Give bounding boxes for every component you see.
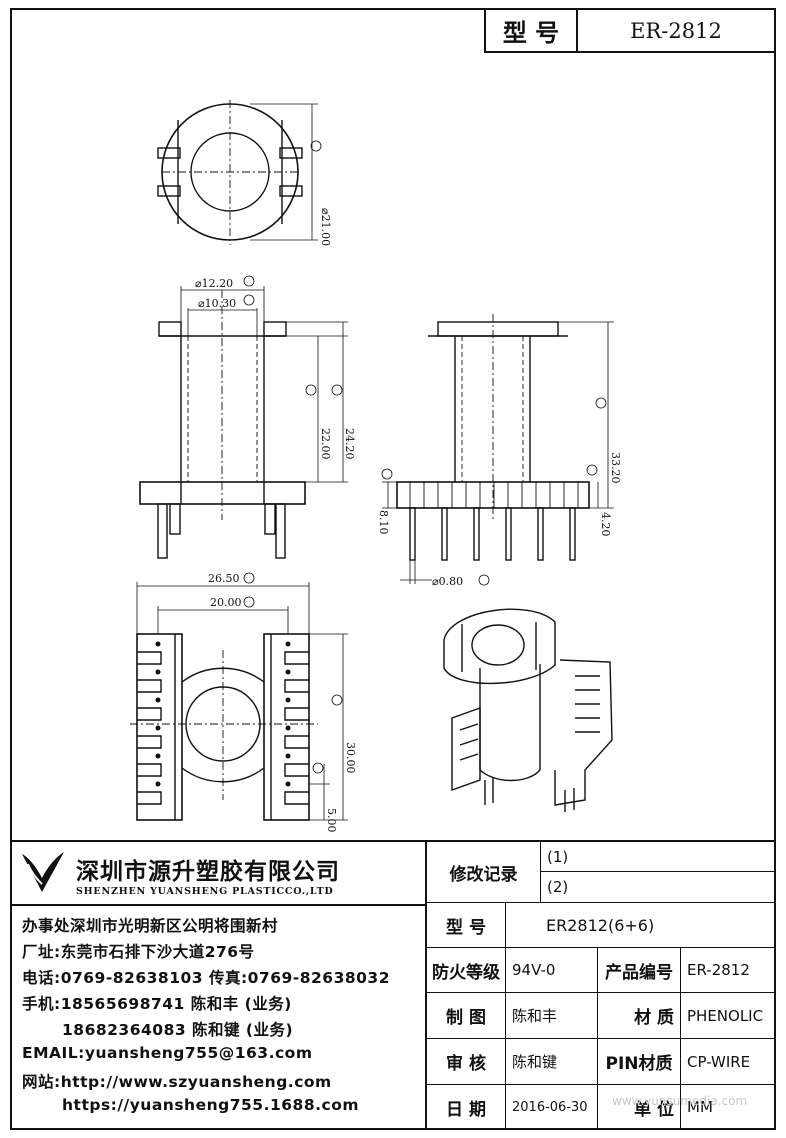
office-address: 办事处深圳市光明新区公明将围新村 bbox=[22, 917, 279, 935]
revision-1: (1) bbox=[547, 847, 569, 866]
drawn-label: 制 图 bbox=[446, 1008, 486, 1028]
unit-value-cell: MM bbox=[680, 1084, 776, 1130]
material-value: PHENOLIC bbox=[687, 1006, 764, 1025]
dim-base-length: 30.00 bbox=[344, 742, 357, 774]
company-name-cn: 深圳市源升塑胶有限公司 bbox=[76, 859, 340, 885]
model-value: ER2812(6+6) bbox=[546, 915, 655, 935]
dim-inner-diameter: ⌀10.30 bbox=[198, 297, 236, 310]
dim-pin-row-span: 20.00 bbox=[210, 596, 242, 609]
date-label: 日 期 bbox=[446, 1099, 486, 1120]
email[interactable]: EMAIL:yuansheng755@163.com bbox=[22, 1044, 313, 1062]
dim-outer-diameter: ⌀21.00 bbox=[319, 208, 332, 246]
material-value-cell: PHENOLIC bbox=[680, 992, 776, 1039]
dim-flange-diameter: ⌀12.20 bbox=[195, 277, 233, 290]
pin-material-value: CP-WIRE bbox=[687, 1052, 751, 1071]
checked-label-cell: 审 核 bbox=[426, 1038, 506, 1085]
company-name-en: SHENZHEN YUANSHENG PLASTICCO.,LTD bbox=[76, 886, 334, 897]
drawing-frame bbox=[10, 8, 776, 1130]
fire-rating-value-cell: 94V-0 bbox=[505, 947, 598, 993]
title-block-divider bbox=[10, 840, 776, 842]
pin-material-value-cell: CP-WIRE bbox=[680, 1038, 776, 1085]
dim-winding-height: 22.00 bbox=[319, 428, 332, 460]
fire-rating-label: 防火等级 bbox=[432, 962, 500, 983]
header-model-label: 型 号 bbox=[502, 19, 560, 47]
header-model-value-cell: ER-2812 bbox=[576, 8, 776, 53]
mobile-2: 18682364083 陈和键 (业务) bbox=[62, 1021, 294, 1039]
drawn-value-cell: 陈和丰 bbox=[505, 992, 598, 1039]
dim-pin-diameter: ⌀0.80 bbox=[432, 575, 463, 588]
drawn-value: 陈和丰 bbox=[512, 1007, 558, 1025]
dim-base-height: 8.10 bbox=[377, 510, 390, 535]
material-label: 材 质 bbox=[634, 1008, 674, 1028]
pin-material-label-cell: PIN材质 bbox=[597, 1038, 681, 1085]
date-value: 2016-06-30 bbox=[512, 1099, 588, 1115]
watermark: www.yunsumedia.com bbox=[612, 1094, 748, 1108]
model-label: 型 号 bbox=[446, 917, 486, 938]
material-label-cell: 材 质 bbox=[597, 992, 681, 1039]
product-no-label-cell: 产品编号 bbox=[597, 947, 681, 993]
website-2[interactable]: https://yuansheng755.1688.com bbox=[62, 1096, 359, 1114]
top-view bbox=[157, 100, 318, 245]
revision-2-cell: (2) bbox=[540, 871, 776, 903]
product-no-label: 产品编号 bbox=[605, 962, 673, 983]
header-model-value: ER-2812 bbox=[630, 18, 722, 43]
revision-label: 修改记录 bbox=[449, 864, 518, 885]
checked-label: 审 核 bbox=[446, 1054, 486, 1074]
dim-pin-pitch: 5.00 bbox=[325, 808, 338, 833]
company-divider bbox=[10, 904, 427, 906]
fire-rating-value: 94V-0 bbox=[512, 961, 556, 979]
unit-label: 单 位 bbox=[634, 1099, 674, 1120]
dim-total-bobbin-height: 24.20 bbox=[343, 428, 356, 460]
dim-base-width: 26.50 bbox=[208, 572, 240, 585]
technical-drawing: ⌀21.00 ⌀12.20 ⌀10.30 22.00 24.20 33.20 8… bbox=[130, 100, 622, 833]
mobile-1: 手机:18565698741 陈和丰 (业务) bbox=[22, 995, 292, 1013]
revision-2: (2) bbox=[547, 878, 569, 896]
company-logo-icon bbox=[22, 852, 64, 892]
website-1[interactable]: 网站:http://www.szyuansheng.com bbox=[22, 1073, 332, 1091]
phone-fax: 电话:0769-82638103 传真:0769-82638032 bbox=[22, 969, 390, 987]
revision-label-cell: 修改记录 bbox=[426, 841, 541, 903]
checked-value-cell: 陈和键 bbox=[505, 1038, 598, 1085]
product-no-value-cell: ER-2812 bbox=[680, 947, 776, 993]
fire-rating-label-cell: 防火等级 bbox=[426, 947, 506, 993]
checked-value: 陈和键 bbox=[512, 1053, 558, 1071]
revision-1-cell: (1) bbox=[540, 841, 776, 872]
front-view bbox=[139, 286, 348, 559]
dim-base-thickness: 4.20 bbox=[599, 512, 612, 537]
drawn-label-cell: 制 图 bbox=[426, 992, 506, 1039]
factory-address: 厂址:东莞市石排下沙大道276号 bbox=[22, 943, 255, 961]
header-model-label-cell: 型 号 bbox=[484, 8, 578, 53]
date-label-cell: 日 期 bbox=[426, 1084, 506, 1130]
pin-material-label: PIN材质 bbox=[605, 1054, 673, 1074]
side-view bbox=[382, 314, 614, 584]
model-label-cell: 型 号 bbox=[426, 902, 506, 948]
dim-side-height: 33.20 bbox=[609, 452, 622, 484]
unit-value: MM bbox=[687, 1098, 713, 1116]
product-no-value: ER-2812 bbox=[687, 961, 750, 979]
model-value-cell: ER2812(6+6) bbox=[505, 902, 776, 948]
date-value-cell: 2016-06-30 bbox=[505, 1084, 598, 1130]
bottom-view bbox=[130, 582, 348, 821]
isometric-view bbox=[443, 608, 613, 812]
